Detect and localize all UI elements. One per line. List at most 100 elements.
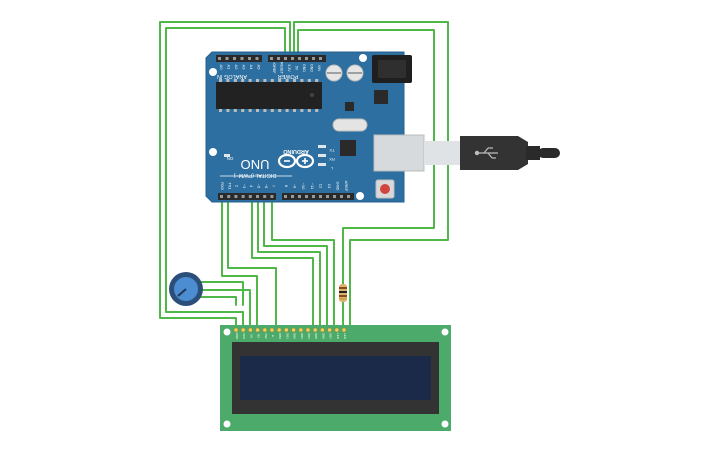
lcd-pin[interactable] [341,327,347,333]
wire-d5-db4[interactable] [251,194,314,329]
header-pin[interactable] [255,57,259,60]
lcd-pin-label: V0 [249,334,253,338]
wire-d11-e[interactable] [227,194,277,329]
lcd-pin[interactable] [291,327,296,333]
lcd-pin[interactable] [327,327,332,333]
wire-power-5v-to-lcd[interactable] [165,27,286,329]
led-label: TX [329,148,334,153]
lcd-pin[interactable] [248,327,253,333]
lcd-pin[interactable] [305,327,311,333]
lcd-pin[interactable] [240,327,246,333]
usb-cable[interactable] [373,134,560,172]
header-pin[interactable] [305,195,308,198]
lcd-pins [233,327,347,333]
resistor-band-3 [339,295,347,297]
header-pin[interactable] [270,57,273,60]
header-pin[interactable] [284,195,287,198]
lcd-pin[interactable] [233,327,239,333]
mount-hole-1 [209,68,217,76]
header-pin[interactable] [263,195,267,198]
lcd-pin[interactable] [269,327,275,333]
crystal-oscillator [332,118,368,132]
header-pin[interactable] [240,57,244,60]
lcd-pin[interactable] [298,327,304,333]
mount-hole-4 [356,192,364,200]
header-pin[interactable] [270,195,274,198]
header-pin[interactable] [298,195,301,198]
lcd-pin[interactable] [262,327,268,333]
header-pin[interactable] [248,57,251,60]
chip-leg [278,109,282,112]
header-pin[interactable] [333,195,336,198]
potentiometer[interactable] [169,272,203,306]
wire-power-to-resistor[interactable] [297,29,435,285]
header-pin[interactable] [234,195,238,198]
wire-d4-db5[interactable] [257,194,321,329]
analog-pin-label: A4 [249,65,254,71]
label-analog-in: ANALOG IN [217,73,247,79]
wire-d12-rs[interactable] [221,194,258,329]
lcd-pin-label: DB2 [293,333,297,339]
lcd-pin[interactable] [276,327,282,333]
arduino-logo-icon [277,153,315,169]
wire-d3-db6[interactable] [263,194,328,329]
header-pin[interactable] [241,195,245,198]
usb-plug-strain [526,146,540,160]
lcd-pin[interactable] [255,327,260,333]
header-pin[interactable] [225,57,229,60]
header-pin[interactable] [277,57,280,60]
header-pin[interactable] [326,195,329,198]
header-pin[interactable] [233,57,236,60]
voltage-regulator [374,90,388,104]
chip-leg [315,109,319,112]
wire-power-gnd-to-lcd[interactable] [159,21,291,329]
resistor-band-2 [339,291,347,293]
header-pin[interactable] [298,57,301,60]
resistor[interactable] [339,284,347,302]
usb-icon [474,147,498,159]
digital-pin-label: GND [336,182,341,191]
header-pin[interactable] [319,57,322,60]
lcd-pin-label: DB6 [321,333,325,339]
wire-pot-2[interactable] [199,289,251,329]
header-pin[interactable] [256,195,259,198]
lcd-pin-label: DB0 [278,333,282,339]
header-pin[interactable] [347,195,350,198]
header-pin[interactable] [319,195,322,198]
lcd-pin[interactable] [334,327,340,333]
header-pin[interactable] [340,195,343,198]
header-digital-high [282,193,354,200]
header-pin[interactable] [227,195,231,198]
power-pin-label: VIN [317,65,321,71]
lcd-pin-label: LED [343,333,347,340]
header-pin[interactable] [305,57,308,60]
reset-button-cap[interactable] [380,184,390,194]
lcd-pin[interactable] [284,327,289,333]
digital-pin-label: 12 [318,184,323,189]
header-pin[interactable] [218,57,221,60]
lcd-pin[interactable] [312,327,318,333]
analog-pin-label: A2 [234,65,239,71]
lcd-pin[interactable] [320,327,325,333]
header-pin[interactable] [220,195,223,198]
header-pin[interactable] [312,195,315,198]
digital-pin-label: AREF [344,181,349,192]
wire-pot-3[interactable] [197,296,237,306]
wire-pot-1[interactable] [199,281,244,306]
header-pin[interactable] [248,195,252,198]
chip-leg [263,79,267,82]
analog-pin-label: A5 [257,65,262,71]
header-pin[interactable] [291,195,294,198]
header-pin[interactable] [312,57,315,60]
chip-leg [233,109,237,112]
wire-d2-db7[interactable] [271,194,335,329]
lcd-pin-label: DB4 [307,333,311,339]
wire-power-to-lcd-led[interactable] [293,21,449,329]
header-pin[interactable] [291,57,294,60]
label-power: POWER [278,73,299,79]
header-pin[interactable] [284,57,287,60]
